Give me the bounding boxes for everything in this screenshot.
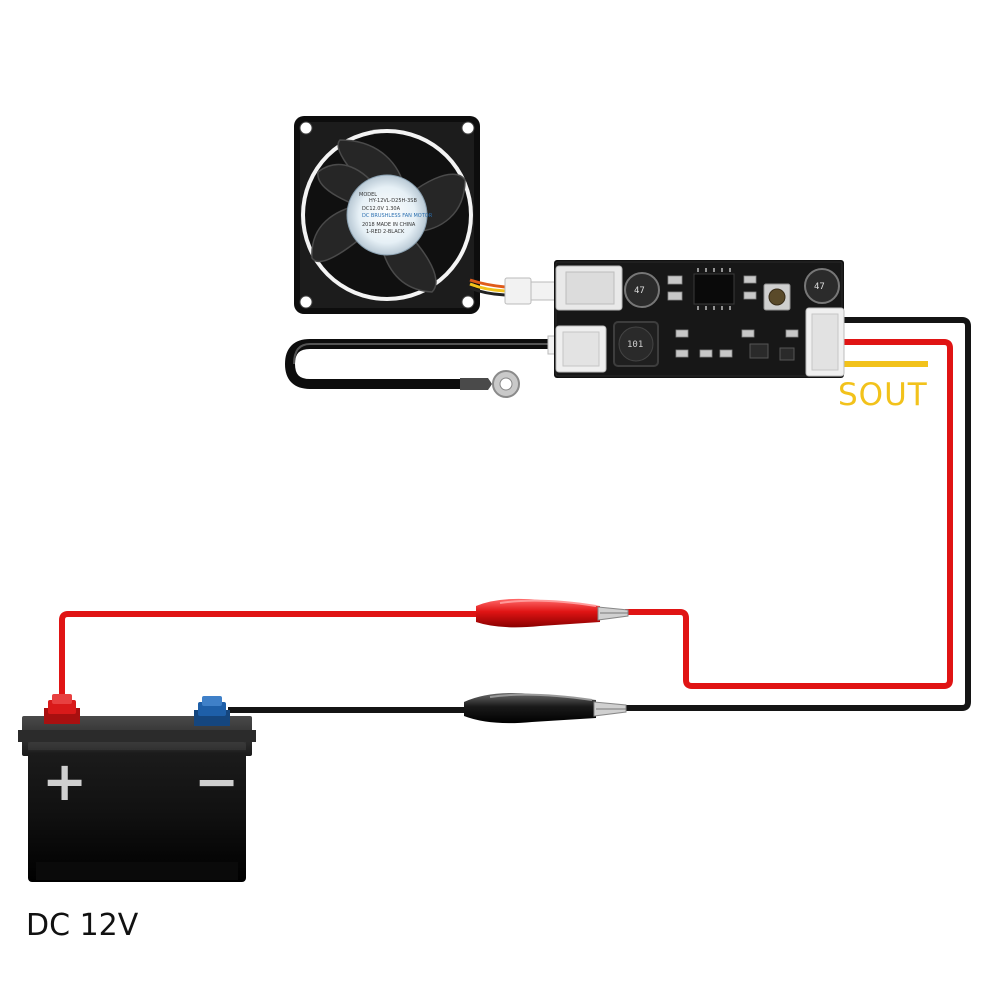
svg-text:MODEL: MODEL — [359, 192, 377, 198]
red-wire-module — [625, 339, 953, 689]
alligator-clip-red — [476, 598, 629, 628]
svg-text:1-RED 2-BLACK: 1-RED 2-BLACK — [366, 229, 405, 235]
fan-mount-hole — [461, 295, 475, 309]
fan-connector — [504, 277, 532, 305]
svg-text:101: 101 — [627, 340, 643, 350]
fan-mount-hole — [461, 121, 475, 135]
controller-ic — [693, 273, 735, 305]
fan-hub — [346, 174, 428, 256]
fan-cable — [469, 278, 506, 289]
red-wire-battery — [59, 611, 486, 708]
svg-text:HY-12VL-D25H-3SB: HY-12VL-D25H-3SB — [369, 198, 417, 204]
svg-text:DC BRUSHLESS FAN MOTOR: DC BRUSHLESS FAN MOTOR — [362, 213, 433, 219]
fan-sticker: MODEL HY-12VL-D25H-3SB DC12.0V 1.30A DC … — [359, 192, 433, 235]
battery-voltage-label: DC 12V — [26, 908, 139, 943]
cooling-fan: MODEL HY-12VL-D25H-3SB DC12.0V 1.30A DC … — [294, 116, 556, 314]
fan-controller-board: 47 47 101 — [554, 260, 845, 378]
battery-plus-sign: + — [42, 750, 87, 813]
black-wire-module — [625, 317, 971, 711]
fan-mount-hole — [299, 295, 313, 309]
battery-terminal-negative — [194, 696, 230, 726]
svg-text:DC12.0V 1.30A: DC12.0V 1.30A — [362, 206, 401, 212]
battery-12v: + − — [18, 694, 256, 882]
battery-terminal-positive — [44, 694, 80, 724]
svg-text:2018 MADE IN CHINA: 2018 MADE IN CHINA — [362, 222, 416, 228]
capacitor-right — [804, 268, 840, 304]
sout-label: SOUT — [838, 377, 928, 413]
alligator-clip-black — [464, 693, 627, 724]
battery-minus-sign: − — [194, 750, 239, 813]
fan-mount-hole — [299, 121, 313, 135]
temperature-probe — [284, 335, 559, 398]
capacitor-left — [624, 272, 660, 308]
svg-text:47: 47 — [634, 286, 645, 296]
probe-sleeve — [460, 378, 492, 390]
svg-text:47: 47 — [814, 282, 825, 292]
